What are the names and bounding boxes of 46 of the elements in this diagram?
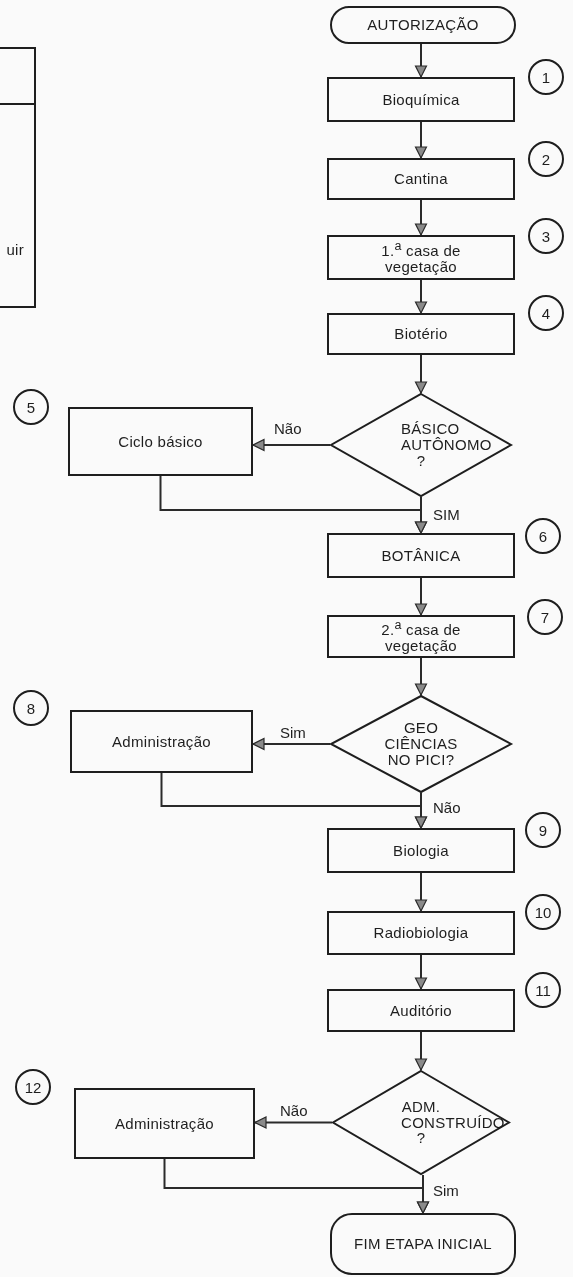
arrow	[254, 1116, 333, 1129]
arrow	[160, 772, 428, 829]
process-box: Administração	[70, 710, 253, 773]
callout-number: 12	[15, 1069, 51, 1105]
arrow	[414, 121, 428, 159]
arrow	[414, 354, 428, 394]
arrow	[414, 657, 428, 696]
terminal-box: FIM ETAPA INICIAL	[330, 1213, 516, 1275]
arrow	[414, 954, 428, 990]
process-box: BOTÂNICA	[327, 533, 515, 578]
process-box: Ciclo básico	[68, 407, 253, 476]
process-box: 1.$^{a}$ casa de vegetação	[327, 235, 515, 280]
process-box: Biologia	[327, 828, 515, 873]
arrow	[252, 737, 331, 751]
process-box: Biotério	[327, 313, 515, 355]
arrow	[159, 475, 428, 534]
process-box: Administração	[74, 1088, 255, 1159]
callout-number: 10	[525, 894, 561, 930]
arrow	[414, 1031, 428, 1071]
callout-number: 4	[528, 295, 564, 331]
callout-number: 7	[527, 599, 563, 635]
callout-number: 6	[525, 518, 561, 554]
arrow	[414, 199, 428, 236]
callout-number: 2	[528, 141, 564, 177]
arrow	[252, 438, 331, 452]
callout-number: 11	[525, 972, 561, 1008]
process-box: Bioquímica	[327, 77, 515, 122]
callout-number: 3	[528, 218, 564, 254]
callout-number: 5	[13, 389, 49, 425]
process-box: Cantina	[327, 158, 515, 200]
callout-number: 1	[528, 59, 564, 95]
terminal-box: AUTORIZAÇÃO	[330, 6, 516, 44]
arrow	[414, 43, 428, 78]
process-box: Radiobiologia	[327, 911, 515, 955]
callout-number: 9	[525, 812, 561, 848]
callout-number: 8	[13, 690, 49, 726]
arrow	[414, 279, 428, 314]
arrow	[414, 872, 428, 912]
decision-diamond: BÁSICO AUTÔNOMO ?	[330, 393, 512, 497]
arrow	[414, 577, 428, 616]
table-box: uir	[0, 47, 36, 308]
process-box: 2.$^{a}$ casa de vegetação	[327, 615, 515, 658]
process-box: Auditório	[327, 989, 515, 1032]
decision-diamond: GEO CIÊNCIAS NO PICI?	[330, 695, 512, 793]
decision-diamond: ADM. CONSTRUÍDO ?	[332, 1070, 510, 1175]
arrow	[163, 1158, 430, 1214]
